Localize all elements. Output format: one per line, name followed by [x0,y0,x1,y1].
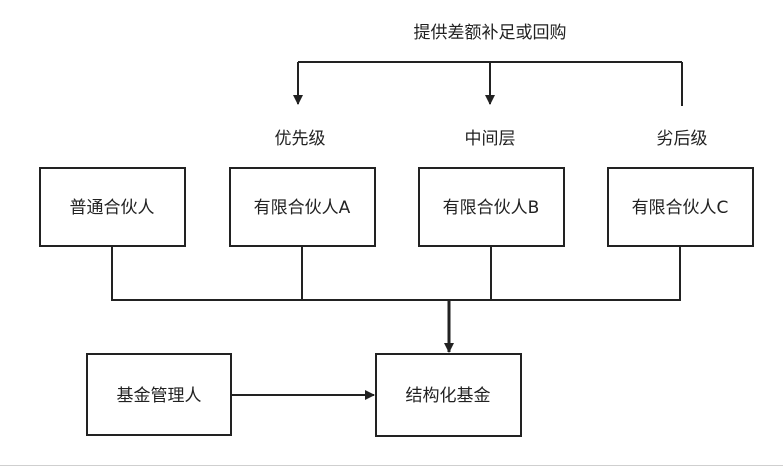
node-structured-fund: 结构化基金 [375,353,522,437]
guarantee-label: 提供差额补足或回购 [414,23,567,43]
tier-label-subordinate: 劣后级 [657,129,708,149]
node-fund-manager: 基金管理人 [86,353,232,436]
node-general-partner-label: 普通合伙人 [70,198,155,218]
node-limited-partner-a: 有限合伙人A [229,167,376,247]
node-limited-partner-b-label: 有限合伙人B [443,198,540,218]
node-limited-partner-a-label: 有限合伙人A [254,198,351,218]
node-general-partner: 普通合伙人 [39,167,186,247]
node-limited-partner-b-box [418,167,565,247]
bottom-divider [0,465,783,466]
partner-collector [111,246,681,353]
node-fund-manager-label: 基金管理人 [117,386,202,406]
tier-label-mezzanine: 中间层 [465,129,516,149]
node-limited-partner-b: 有限合伙人B [418,167,565,247]
node-fund-manager-box [86,353,232,436]
tier-label-priority: 优先级 [275,129,326,149]
node-structured-fund-label: 结构化基金 [406,386,491,406]
node-limited-partner-c-label: 有限合伙人C [632,198,729,218]
node-general-partner-box [39,167,186,247]
guarantee-connector [293,61,683,106]
node-limited-partner-c-box [607,167,754,247]
node-limited-partner-c: 有限合伙人C [607,167,754,247]
node-structured-fund-box [375,353,522,437]
